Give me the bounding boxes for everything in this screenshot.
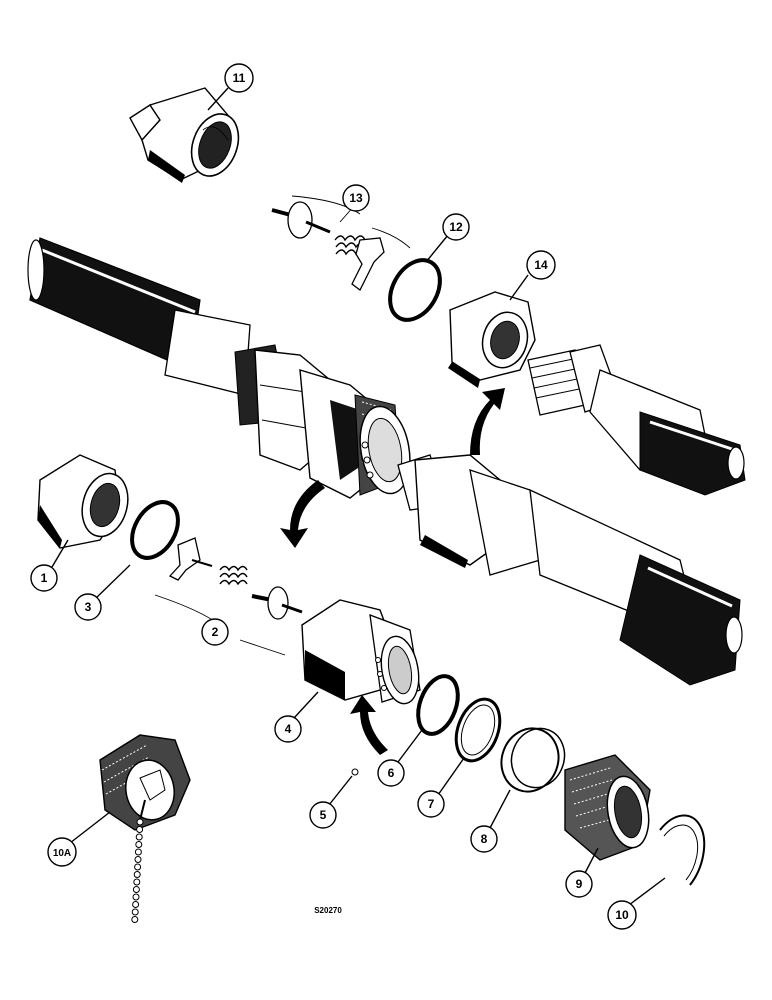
callout-12: 12	[442, 213, 470, 241]
part-9-sleeve	[564, 754, 651, 861]
part-2-valve-kit	[154, 537, 303, 656]
callout-6: 6	[377, 759, 405, 787]
callout-5: 5	[309, 801, 337, 829]
part-1-adapter	[37, 454, 129, 549]
part-8-spring	[500, 727, 566, 793]
figure-id-label: S20270	[314, 906, 342, 915]
callout-13: 13	[342, 184, 370, 212]
part-10-retaining-ring	[659, 814, 706, 886]
part-4-coupler-body	[301, 599, 421, 705]
callout-label: 10	[615, 908, 629, 922]
callout-label: 7	[428, 797, 435, 811]
callout-2: 2	[201, 618, 229, 646]
callout-label: 12	[449, 220, 463, 234]
chain-bead	[135, 833, 143, 841]
leader-lines	[51, 87, 666, 906]
callout-14: 14	[526, 250, 556, 280]
callout-label: 1	[41, 571, 48, 585]
callout-1: 1	[30, 564, 58, 592]
callout-label: 11	[233, 71, 246, 85]
chain-bead	[133, 871, 141, 878]
callout-label: 10A	[53, 848, 71, 859]
callout-label: 13	[349, 191, 363, 205]
callout-label: 4	[285, 722, 292, 736]
chain-bead	[133, 878, 141, 886]
hose-main-coupler	[27, 237, 411, 499]
chain-bead	[131, 916, 139, 923]
part-13-valve-kit	[271, 195, 411, 291]
callout-4: 4	[274, 715, 302, 743]
callout-label: 9	[576, 877, 583, 891]
callout-10: 10	[607, 900, 637, 930]
chain-bead	[135, 841, 143, 848]
callout-7: 7	[417, 790, 445, 818]
arrow-up-to-part-14	[470, 388, 505, 455]
callout-label: 3	[85, 600, 92, 614]
part-11-adapter	[129, 87, 240, 183]
callout-label: 5	[320, 808, 327, 822]
ball-chain	[131, 818, 144, 923]
part-6-o-ring	[416, 674, 460, 736]
callout-label: 2	[212, 625, 219, 639]
chain-bead	[134, 863, 142, 871]
callout-11: 11	[224, 63, 254, 93]
chain-bead	[136, 818, 144, 826]
part-5-ball	[351, 768, 359, 776]
hose-male-nipple	[397, 454, 743, 686]
part-3-o-ring	[130, 500, 180, 560]
callout-9: 9	[565, 870, 593, 898]
chain-bead	[136, 826, 144, 833]
part-12-o-ring	[388, 258, 442, 322]
chain-bead	[132, 893, 140, 901]
chain-bead	[134, 856, 142, 863]
callout-10a: 10A	[47, 837, 77, 867]
callout-label: 6	[388, 766, 395, 780]
part-10a-dust-cap	[99, 734, 191, 923]
chain-bead	[134, 848, 142, 856]
callout-3: 3	[74, 593, 102, 621]
arrow-up-part-5	[350, 695, 388, 755]
callout-8: 8	[470, 825, 498, 853]
chain-bead	[132, 886, 140, 893]
hose-end-upper-right	[527, 344, 746, 496]
callout-label: 14	[534, 258, 548, 272]
arrow-down-to-part-4	[280, 480, 325, 548]
part-14-adapter	[448, 291, 536, 388]
chain-bead	[132, 901, 140, 908]
chain-bead	[131, 908, 139, 916]
part-7-backup-ring	[454, 697, 502, 763]
callout-label: 8	[481, 832, 488, 846]
